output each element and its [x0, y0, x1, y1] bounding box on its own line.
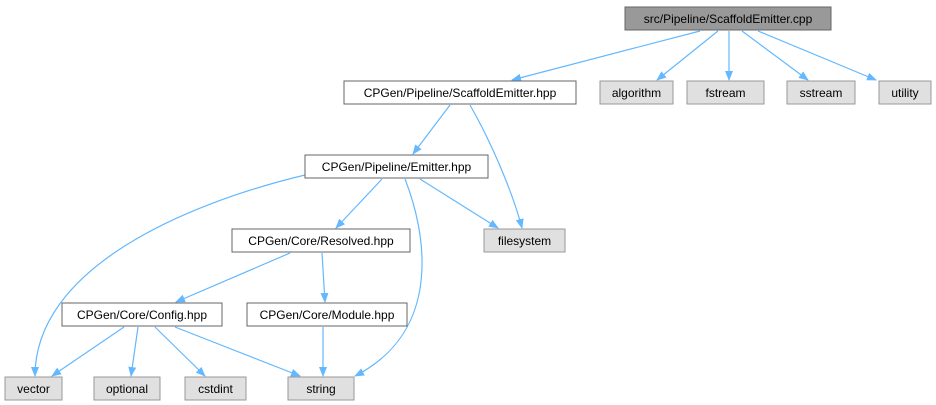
node-label-vector: vector [17, 382, 50, 396]
node-label-emitter: CPGen/Pipeline/Emitter.hpp [322, 160, 472, 174]
node-box-emitter [304, 154, 489, 179]
edge-scaffold-to-emitter [412, 104, 451, 155]
nodes-layer: src/Pipeline/ScaffoldEmitter.cppCPGen/Pi… [4, 6, 932, 401]
edge-emitter-to-filesystem [419, 178, 499, 229]
node-box-algorithm [599, 80, 674, 105]
node-box-sstream [786, 80, 856, 105]
edge-emitter-to-string [354, 178, 423, 377]
node-label-module: CPGen/Core/Module.hpp [260, 308, 395, 322]
node-filesystem[interactable]: filesystem [483, 228, 566, 253]
node-label-config: CPGen/Core/Config.hpp [77, 308, 207, 322]
node-box-vector [4, 376, 63, 401]
node-label-resolved: CPGen/Core/Resolved.hpp [248, 234, 394, 248]
edge-resolved-to-config [175, 252, 291, 303]
edge-root-to-sstream [741, 30, 809, 81]
edge-config-to-vector [51, 326, 125, 377]
node-box-resolved [231, 228, 411, 253]
node-box-utility [878, 80, 932, 105]
node-label-utility: utility [891, 86, 918, 100]
edge-emitter-to-resolved [335, 178, 383, 229]
node-module[interactable]: CPGen/Core/Module.hpp [246, 302, 408, 327]
node-label-fstream: fstream [705, 86, 745, 100]
edge-config-to-string [174, 326, 301, 377]
node-box-scaffold [343, 80, 577, 105]
node-config[interactable]: CPGen/Core/Config.hpp [61, 302, 223, 327]
edge-root-to-algorithm [656, 30, 719, 81]
node-box-module [246, 302, 408, 327]
edge-config-to-cstdint [154, 326, 206, 377]
node-label-string: string [306, 382, 335, 396]
node-fstream[interactable]: fstream [686, 80, 765, 105]
node-label-scaffold: CPGen/Pipeline/ScaffoldEmitter.hpp [364, 86, 557, 100]
edge-emitter-to-vector [31, 174, 306, 377]
edge-root-to-scaffold [511, 30, 701, 82]
node-label-filesystem: filesystem [498, 234, 551, 248]
node-box-optional [93, 376, 161, 401]
node-optional[interactable]: optional [93, 376, 161, 401]
node-label-algorithm: algorithm [612, 86, 661, 100]
node-box-fstream [686, 80, 765, 105]
node-label-cstdint: cstdint [198, 382, 233, 396]
node-emitter[interactable]: CPGen/Pipeline/Emitter.hpp [304, 154, 489, 179]
node-scaffold[interactable]: CPGen/Pipeline/ScaffoldEmitter.hpp [343, 80, 577, 105]
node-utility[interactable]: utility [878, 80, 932, 105]
edge-root-to-utility [757, 30, 877, 81]
node-box-filesystem [483, 228, 566, 253]
node-algorithm[interactable]: algorithm [599, 80, 674, 105]
edge-resolved-to-module [320, 252, 329, 303]
node-sstream[interactable]: sstream [786, 80, 856, 105]
edge-scaffold-to-filesystem [469, 104, 524, 229]
node-label-optional: optional [106, 382, 148, 396]
node-label-sstream: sstream [800, 86, 843, 100]
node-cstdint[interactable]: cstdint [184, 376, 247, 401]
node-box-root [624, 6, 832, 31]
node-resolved[interactable]: CPGen/Core/Resolved.hpp [231, 228, 411, 253]
edges-layer [31, 30, 877, 377]
node-box-string [287, 376, 355, 401]
edge-config-to-optional [128, 326, 139, 377]
node-string[interactable]: string [287, 376, 355, 401]
node-label-root: src/Pipeline/ScaffoldEmitter.cpp [644, 12, 813, 26]
node-box-cstdint [184, 376, 247, 401]
node-root: src/Pipeline/ScaffoldEmitter.cpp [624, 6, 832, 31]
node-vector[interactable]: vector [4, 376, 63, 401]
node-box-config [61, 302, 223, 327]
